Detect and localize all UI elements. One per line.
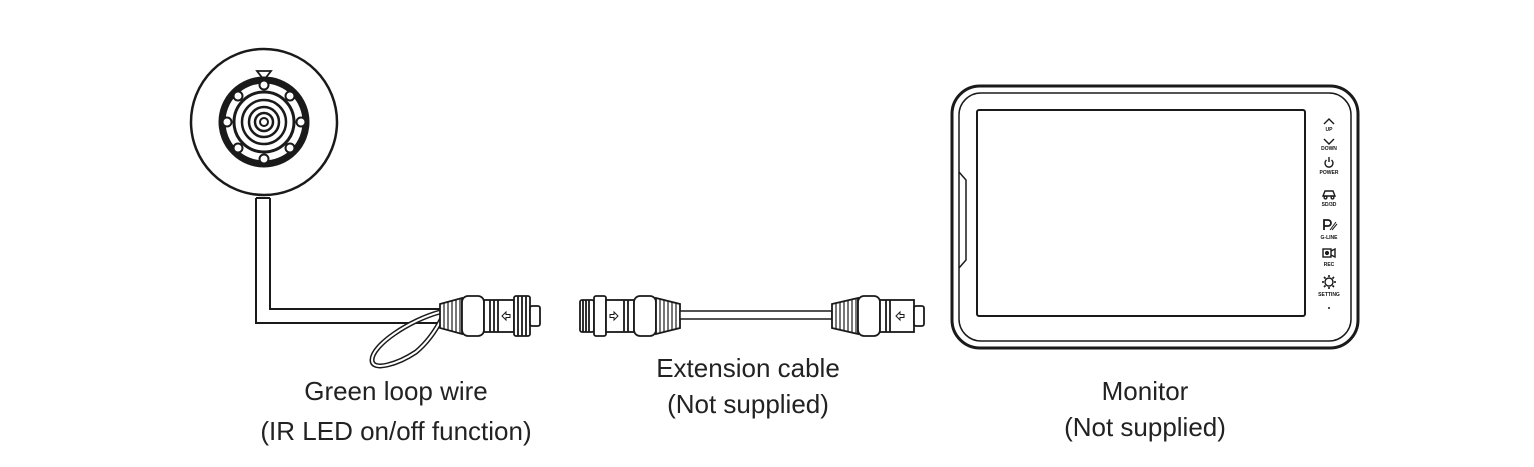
- button-label-setting: SETTING: [1318, 292, 1340, 298]
- extension-caption-line1: Extension cable: [656, 353, 840, 383]
- monitor-caption-line2: (Not supplied): [1064, 412, 1226, 442]
- extension-caption-line2: (Not supplied): [667, 389, 829, 419]
- monitor-body: [950, 84, 1360, 350]
- button-label-sd3d: SD/3D: [1322, 202, 1337, 208]
- button-label-power: POWER: [1320, 170, 1339, 176]
- monitor-screen: [976, 109, 1306, 317]
- monitor-caption-line1: Monitor: [1101, 376, 1189, 406]
- monitor-caption: Monitor (Not supplied): [995, 373, 1295, 445]
- camera-cable: [255, 197, 440, 324]
- button-label-rec: REC: [1324, 262, 1335, 268]
- extension-cable: [579, 295, 925, 337]
- monitor-buttons: [1321, 118, 1338, 289]
- camera-lens: [240, 98, 288, 146]
- camera-connector: [439, 295, 541, 337]
- extension-caption: Extension cable (Not supplied): [598, 350, 898, 422]
- monitor-button-labels: UP DOWN POWER SD/3D G-LINE REC SETTING: [1318, 127, 1340, 298]
- camera-caption-line2: (IR LED on/off function): [260, 416, 532, 446]
- camera: [189, 47, 339, 197]
- button-label-up: UP: [1326, 127, 1334, 133]
- camera-caption: Green loop wire (IR LED on/off function): [196, 373, 596, 449]
- button-label-down: DOWN: [1321, 146, 1337, 152]
- ir-leds: [221, 79, 307, 165]
- camera-caption-line1: Green loop wire: [304, 376, 488, 406]
- monitor: [950, 84, 1360, 350]
- button-label-gline: G-LINE: [1321, 235, 1339, 241]
